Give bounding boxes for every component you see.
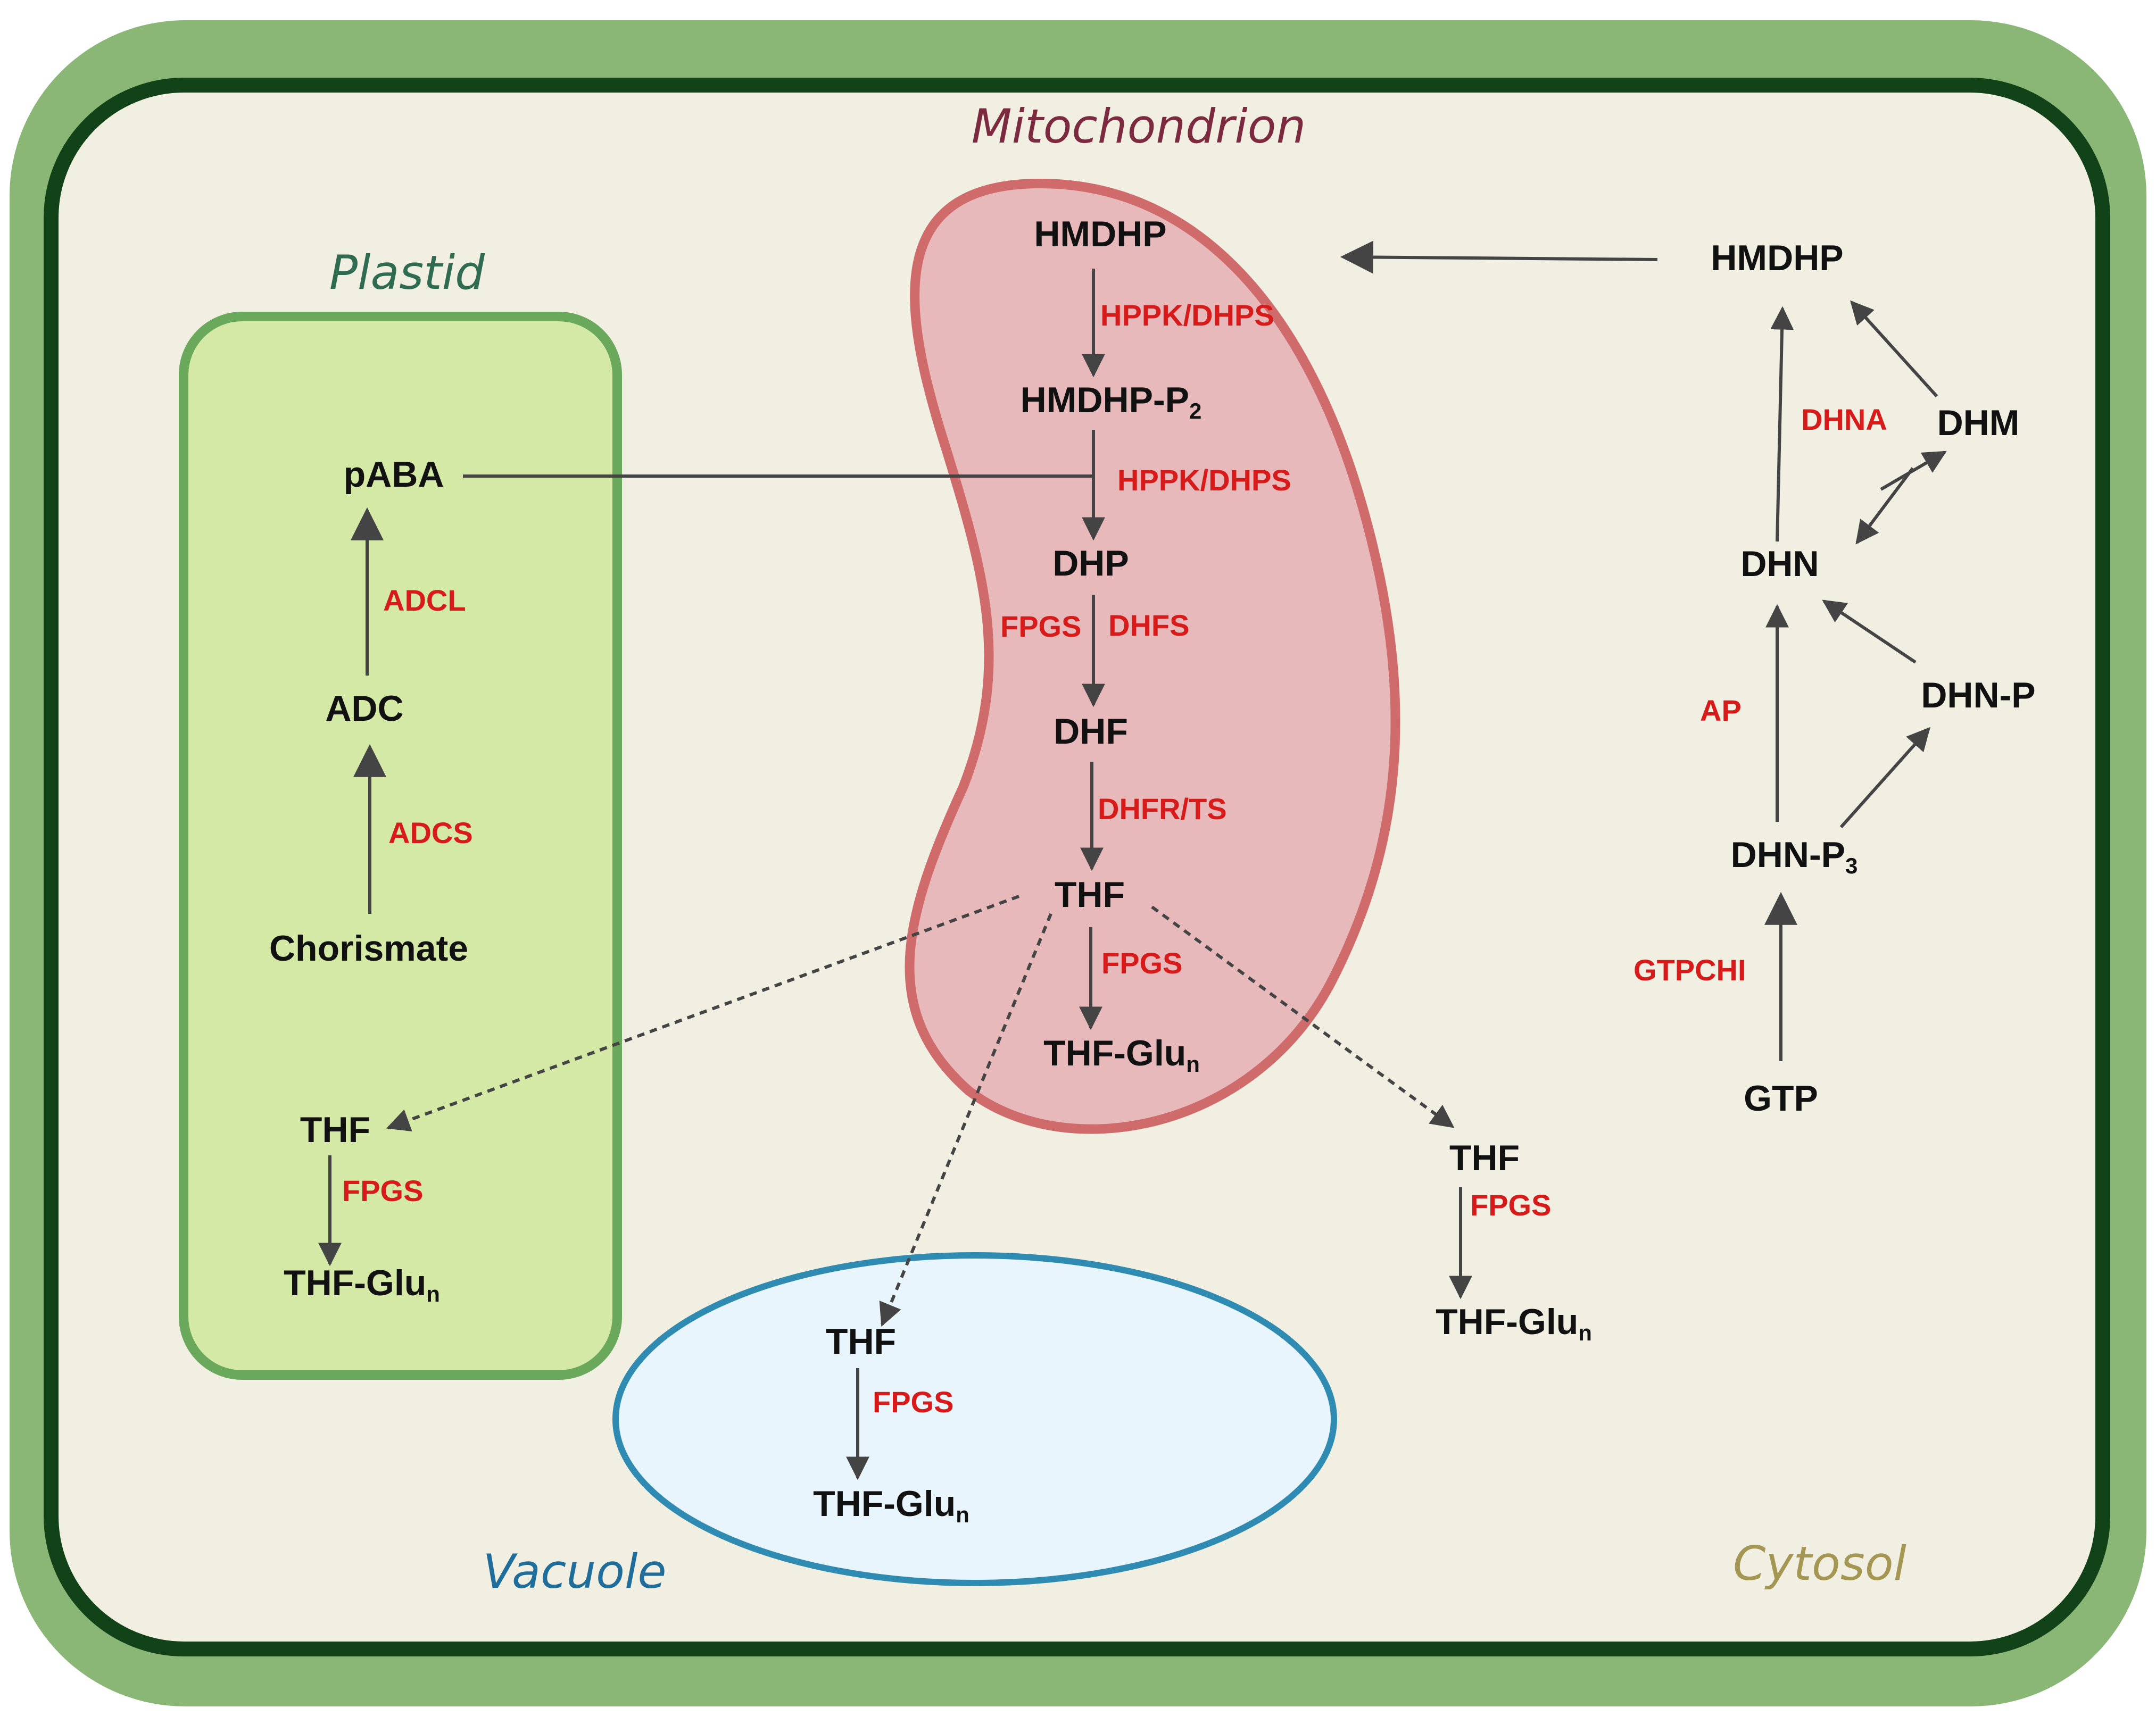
enzyme-fpgs-mito: FPGS [1101, 946, 1182, 980]
dhn-p-label: DHN-P [1921, 675, 2035, 715]
dotted-arrow-to-plastid-thf [386, 895, 1020, 1132]
arrow-dhn-to-hmdhp [1770, 306, 1794, 542]
vacuole-label: Vacuole [483, 1544, 666, 1599]
enzyme-adcs: ADCS [388, 816, 473, 849]
enzyme-adcl: ADCL [383, 584, 466, 617]
dotted-arrow-to-cytosol-thf [1151, 905, 1455, 1128]
enzyme-fpgs-vacuole: FPGS [873, 1385, 953, 1419]
chorismate-label: Chorismate [269, 928, 468, 969]
vacuole-thf-glu-label: THF-Glun [813, 1484, 969, 1527]
mito-dhf-label: DHF [1054, 711, 1128, 752]
cytosol-hmdhp-label: HMDHP [1711, 238, 1843, 278]
mito-hmdhp-p2-label: HMDHP-P2 [1021, 380, 1202, 423]
enzyme-ap: AP [1700, 694, 1742, 727]
arrow-dhm-to-hmdhp [1850, 300, 1938, 398]
vacuole-thf-label: THF [826, 1321, 896, 1362]
plastid-label: Plastid [329, 245, 485, 300]
enzyme-hppk-dhps-1: HPPK/DHPS [1100, 298, 1274, 332]
arrow-dhn-p3-to-dhn-p [1839, 727, 1930, 828]
arrow-dhm-dhn-reversible-back [1855, 467, 1914, 545]
cytosol-thf-glu-label: THF-Glun [1436, 1302, 1592, 1345]
mito-hmdhp-label: HMDHP [1034, 214, 1166, 254]
mitochondrion-compartment [905, 178, 1400, 1134]
dhn-label: DHN [1740, 544, 1819, 584]
paba-label: pABA [344, 454, 444, 495]
enzyme-fpgs-mito-left: FPGS [1000, 610, 1081, 643]
cytosol-label: Cytosol [1733, 1536, 1907, 1591]
adc-label: ADC [325, 688, 403, 729]
arrow-hmdhp-to-mitochondrion [1340, 240, 1658, 274]
gtp-label: GTP [1744, 1078, 1818, 1119]
plastid-thf-glu-label: THF-Glun [284, 1263, 440, 1306]
mito-thf-label: THF [1055, 874, 1125, 915]
enzyme-hppk-dhps-2: HPPK/DHPS [1117, 463, 1291, 497]
enzyme-dhfs: DHFS [1108, 609, 1189, 642]
mito-thf-glu-label: THF-Glun [1043, 1033, 1200, 1077]
vacuole-compartment [612, 1252, 1337, 1586]
arrow-dhm-dhn-reversible [1880, 451, 1947, 491]
enzyme-gtpchi: GTPCHI [1633, 953, 1746, 987]
plastid-thf-label: THF [300, 1110, 370, 1150]
enzyme-fpgs-plastid: FPGS [342, 1174, 423, 1207]
dhn-p3-label: DHN-P3 [1731, 835, 1858, 878]
dhm-label: DHM [1937, 403, 2020, 443]
enzyme-dhfr-ts: DHFR/TS [1098, 792, 1227, 826]
arrow-dhn-p-to-dhn [1822, 599, 1917, 664]
plastid-compartment [179, 312, 622, 1380]
mitochondrion-label: Mitochondrion [972, 99, 1306, 154]
enzyme-fpgs-cytosol: FPGS [1470, 1188, 1551, 1222]
enzyme-dhna: DHNA [1801, 403, 1887, 436]
cytosol-thf-label: THF [1449, 1138, 1520, 1178]
mito-dhp-label: DHP [1052, 543, 1129, 584]
